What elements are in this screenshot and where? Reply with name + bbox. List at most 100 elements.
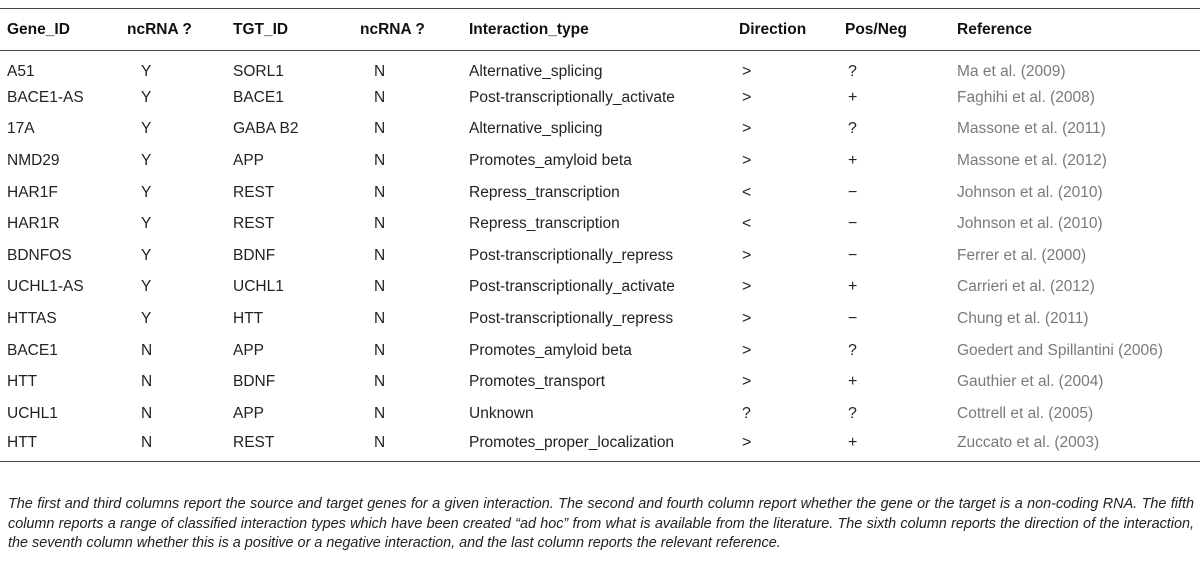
- cell-tgt-id: REST: [226, 429, 353, 462]
- cell-tgt-id: BDNF: [233, 373, 276, 391]
- cell-pos-neg: ?: [848, 120, 857, 138]
- cell-interaction-type: Promotes_amyloid beta: [469, 152, 632, 170]
- header-direction: Direction: [732, 8, 838, 51]
- cell-gene-id: HTTAS: [7, 310, 57, 328]
- header-interaction-type: Interaction_type: [462, 8, 732, 51]
- cell-tgt-id: GABA B2: [233, 120, 299, 138]
- interaction-table-container: Gene_ID ncRNA ? TGT_ID ncRNA ? Interacti…: [0, 8, 1200, 462]
- cell-gene-id: UCHL1: [7, 404, 58, 422]
- cell-reference: Johnson et al. (2010): [957, 215, 1103, 233]
- cell-tgt-ncrna: N: [374, 120, 386, 138]
- cell-interaction-type: Post-transcriptionally_activate: [469, 278, 675, 296]
- cell-direction: >: [742, 88, 752, 106]
- header-reference: Reference: [950, 8, 1200, 51]
- cell-direction: >: [742, 278, 752, 296]
- cell-gene-ncrna: Y: [141, 62, 152, 80]
- cell-pos-neg: −: [848, 215, 858, 233]
- cell-tgt-ncrna: N: [374, 62, 386, 80]
- cell-reference: Massone et al. (2012): [957, 152, 1107, 170]
- header-row: Gene_ID ncRNA ? TGT_ID ncRNA ? Interacti…: [0, 8, 1200, 51]
- table-header: Gene_ID ncRNA ? TGT_ID ncRNA ? Interacti…: [0, 8, 1200, 51]
- cell-reference: Gauthier et al. (2004): [957, 373, 1104, 391]
- cell-gene-ncrna: Y: [141, 88, 152, 106]
- cell-gene-ncrna: Y: [141, 120, 152, 138]
- cell-interaction-type: Unknown: [469, 404, 534, 422]
- cell-pos-neg: −: [848, 310, 858, 328]
- cell-direction: >: [732, 429, 838, 462]
- cell-pos-neg: ?: [848, 341, 857, 359]
- cell-pos-neg: +: [848, 278, 858, 296]
- cell-tgt-id: REST: [233, 215, 275, 233]
- interaction-table: Gene_ID ncRNA ? TGT_ID ncRNA ? Interacti…: [0, 8, 1200, 462]
- cell-tgt-ncrna: N: [374, 215, 386, 233]
- cell-reference: Ma et al. (2009): [957, 62, 1066, 80]
- cell-interaction-type: Promotes_transport: [469, 373, 606, 391]
- cell-gene-id: HTT: [7, 373, 38, 391]
- header-tgt-id: TGT_ID: [226, 8, 353, 51]
- cell-gene-id: HAR1R: [7, 215, 60, 233]
- cell-gene-ncrna: Y: [141, 152, 152, 170]
- cell-direction: >: [742, 373, 752, 391]
- cell-pos-neg: ?: [848, 62, 857, 80]
- cell-tgt-id: SORL1: [233, 62, 284, 80]
- cell-pos-neg: −: [848, 246, 858, 264]
- cell-gene-id: BACE1: [7, 341, 58, 359]
- cell-tgt-id: HTT: [233, 310, 264, 328]
- cell-direction: ?: [742, 404, 751, 422]
- cell-interaction-type: Post-transcriptionally_repress: [469, 246, 674, 264]
- cell-gene-ncrna: N: [141, 341, 153, 359]
- header-tgt-ncrna: ncRNA ?: [353, 8, 462, 51]
- cell-tgt-id: BDNF: [233, 246, 276, 264]
- cell-gene-id: BDNFOS: [7, 246, 72, 264]
- cell-tgt-ncrna: N: [374, 183, 386, 201]
- cell-gene-id: HTT: [0, 429, 120, 462]
- cell-interaction-type: Promotes_amyloid beta: [469, 341, 632, 359]
- cell-direction: <: [742, 215, 752, 233]
- cell-direction: >: [742, 120, 752, 138]
- cell-gene-id: NMD29: [7, 152, 60, 170]
- cell-tgt-ncrna: N: [374, 246, 386, 264]
- cell-interaction-type: Alternative_splicing: [469, 120, 603, 138]
- cell-tgt-ncrna: N: [374, 310, 386, 328]
- cell-interaction-type: Promotes_proper_localization: [462, 429, 732, 462]
- table-caption: The first and third columns report the s…: [8, 496, 1194, 551]
- cell-gene-id: A51: [7, 62, 35, 80]
- cell-tgt-id: APP: [233, 341, 265, 359]
- cell-tgt-ncrna: N: [374, 373, 386, 391]
- cell-gene-ncrna: N: [141, 404, 153, 422]
- cell-direction: >: [742, 246, 752, 264]
- header-gene-ncrna: ncRNA ?: [120, 8, 226, 51]
- cell-reference: Chung et al. (2011): [957, 310, 1089, 328]
- cell-tgt-ncrna: N: [374, 152, 386, 170]
- cell-tgt-id: UCHL1: [233, 278, 284, 296]
- cell-gene-ncrna: Y: [141, 310, 152, 328]
- cell-reference: Zuccato et al. (2003): [950, 429, 1200, 462]
- cell-reference: Massone et al. (2011): [957, 120, 1106, 138]
- cell-pos-neg: +: [848, 88, 858, 106]
- cell-direction: <: [742, 183, 752, 201]
- cell-pos-neg: −: [848, 183, 858, 201]
- cell-tgt-ncrna: N: [374, 341, 386, 359]
- header-gene-id: Gene_ID: [0, 8, 120, 51]
- cell-pos-neg: +: [848, 152, 858, 170]
- cell-gene-ncrna: Y: [141, 183, 152, 201]
- cell-direction: >: [742, 62, 752, 80]
- cell-tgt-id: REST: [233, 183, 275, 201]
- cell-gene-ncrna: N: [141, 373, 153, 391]
- cell-pos-neg: ?: [848, 404, 857, 422]
- cell-interaction-type: Repress_transcription: [469, 215, 620, 233]
- cell-tgt-id: BACE1: [233, 88, 284, 106]
- cell-reference: Carrieri et al. (2012): [957, 278, 1095, 296]
- cell-interaction-type: Alternative_splicing: [469, 62, 603, 80]
- cell-tgt-ncrna: N: [353, 429, 462, 462]
